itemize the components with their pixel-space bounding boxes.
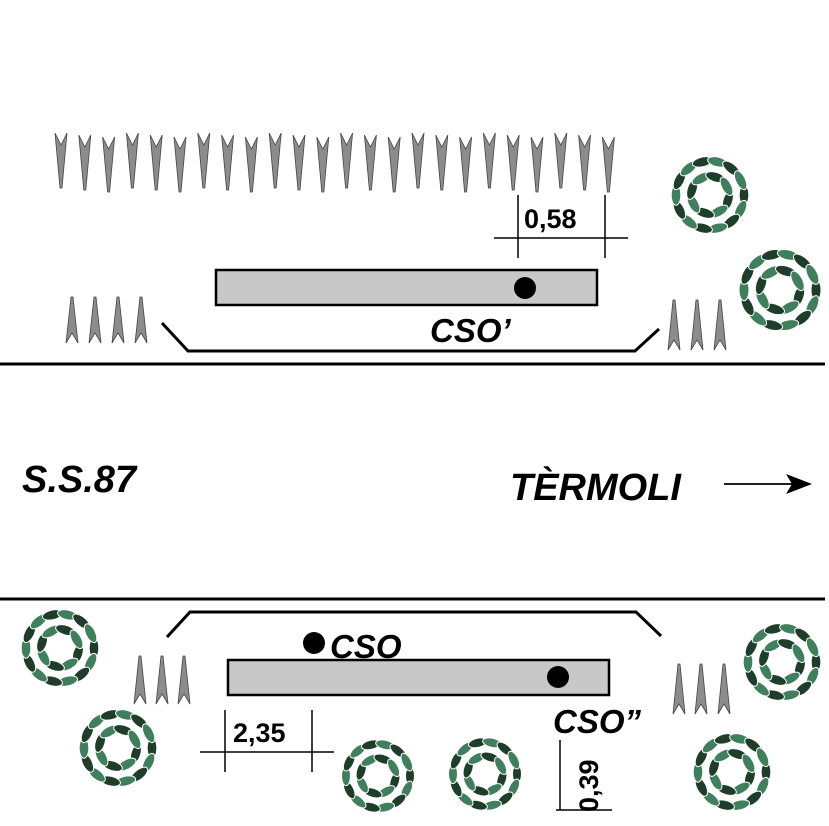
grass-group-south-right [672, 663, 731, 715]
grass-group-north-right [667, 299, 727, 351]
grass-tuft-icon [268, 132, 282, 189]
south-cso-point [303, 632, 325, 654]
grass-tuft-icon [149, 134, 163, 191]
grass-tuft-icon [713, 299, 727, 351]
grass-group-north-left [65, 296, 148, 344]
shrub-icon [738, 248, 822, 332]
south-layby-curb [165, 610, 663, 639]
grass-tuft-icon [459, 136, 472, 193]
grass-tuft-icon [197, 132, 211, 189]
grass-tuft-icon [111, 296, 125, 344]
south-cso2-label: CSO” [553, 703, 642, 740]
grass-tuft-icon [694, 663, 708, 715]
shrub-icon [20, 609, 100, 687]
south-vertical-dimension-value: 0,39 [574, 759, 604, 812]
grass-row-north [54, 132, 615, 193]
grass-tuft-icon [717, 663, 731, 715]
grass-tuft-icon [155, 655, 169, 705]
grass-tuft-icon [316, 136, 330, 193]
grass-tuft-icon [364, 134, 377, 191]
grass-tuft-icon [133, 655, 147, 705]
grass-tuft-icon [435, 134, 449, 191]
road-name-label: S.S.87 [22, 459, 138, 501]
shrub-icon [78, 709, 158, 787]
south-dimension-value: 2,35 [233, 718, 286, 748]
shrub-group [20, 156, 822, 813]
grass-tuft-icon [690, 299, 704, 351]
grass-tuft-icon [221, 134, 234, 191]
grass-group-south-left [133, 655, 191, 705]
grass-tuft-icon [65, 296, 79, 344]
north-cso-label: CSO’ [430, 312, 512, 349]
grass-tuft-icon [292, 134, 306, 191]
shrub-icon [742, 623, 822, 701]
grass-tuft-icon [506, 134, 520, 191]
south-slab [226, 658, 611, 697]
south-dimension: 2,35 [200, 710, 334, 772]
arrow-right-icon [724, 474, 812, 494]
grass-tuft-icon [102, 136, 115, 193]
south-vertical-dimension: 0,39 [556, 740, 612, 812]
grass-tuft-icon [126, 132, 139, 189]
grass-tuft-icon [134, 296, 148, 344]
shrub-icon [670, 156, 750, 234]
grass-tuft-icon [177, 655, 191, 705]
direction-label: TÈRMOLI [510, 465, 682, 509]
grass-tuft-icon [340, 132, 353, 189]
grass-tuft-icon [578, 134, 591, 191]
grass-tuft-icon [54, 132, 68, 189]
grass-tuft-icon [554, 132, 568, 189]
grass-tuft-icon [672, 663, 686, 715]
shrub-icon [448, 737, 522, 811]
shrub-icon [341, 739, 415, 813]
grass-tuft-icon [602, 136, 615, 193]
south-cso-label: CSO [330, 628, 402, 665]
grass-tuft-icon [245, 136, 258, 193]
north-dimension: 0,58 [494, 195, 628, 258]
grass-tuft-icon [667, 299, 681, 351]
grass-tuft-icon [387, 136, 401, 193]
grass-tuft-icon [483, 132, 496, 189]
grass-tuft-icon [88, 296, 102, 344]
north-cso-point [514, 277, 536, 299]
grass-tuft-icon [173, 136, 187, 193]
north-slab [214, 268, 599, 307]
north-dimension-value: 0,58 [524, 204, 577, 234]
north-layby-curb [160, 321, 661, 353]
grass-tuft-icon [530, 136, 544, 193]
shrub-icon [692, 733, 772, 811]
grass-tuft-icon [78, 134, 92, 191]
south-cso2-point [547, 666, 569, 688]
grass-tuft-icon [411, 132, 425, 189]
